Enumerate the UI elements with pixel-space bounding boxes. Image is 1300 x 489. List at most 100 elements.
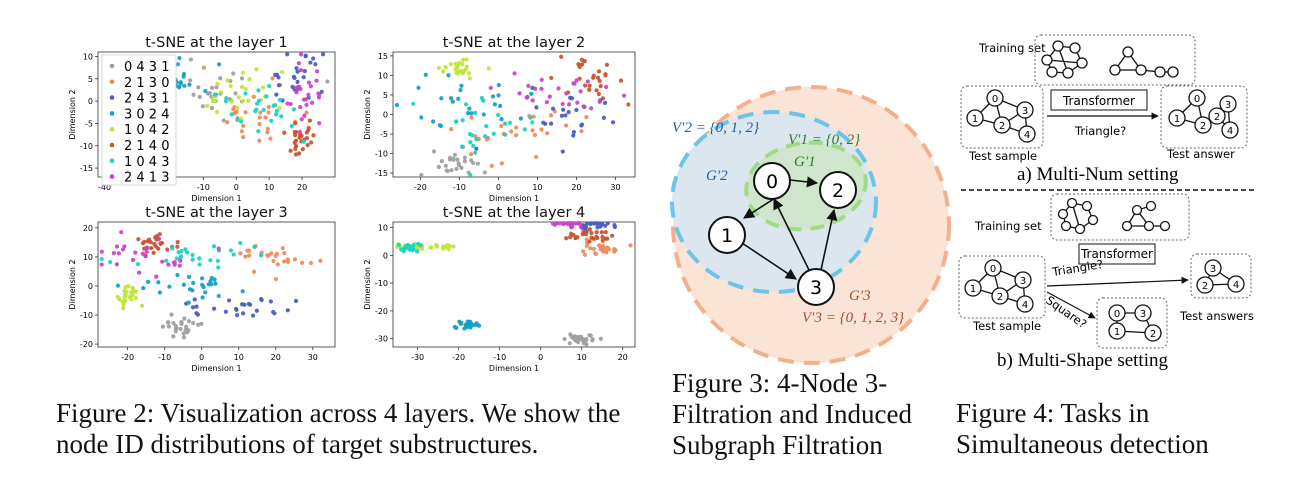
scatter-point bbox=[453, 67, 458, 72]
scatter-point bbox=[259, 297, 264, 303]
scatter-point bbox=[291, 107, 297, 112]
scatter-point bbox=[130, 257, 136, 263]
legend-marker bbox=[109, 174, 115, 179]
scatter-point bbox=[271, 258, 276, 264]
scatter-point bbox=[570, 335, 575, 340]
scatter-point bbox=[267, 83, 272, 89]
scatter-point bbox=[258, 110, 263, 115]
scatter-point bbox=[419, 115, 424, 120]
scatter-point bbox=[234, 313, 240, 318]
scatter-point bbox=[273, 72, 278, 77]
scatter-point bbox=[459, 165, 464, 170]
scatter-point bbox=[301, 75, 306, 80]
x-tick-label: -30 bbox=[411, 353, 424, 362]
x-tick-label: 10 bbox=[234, 353, 244, 362]
scatter-point bbox=[210, 98, 215, 104]
legend-label: 2 1 3 0 bbox=[124, 76, 169, 91]
scatter-point bbox=[419, 172, 424, 178]
scatter-point bbox=[578, 89, 583, 94]
scatter-point bbox=[451, 244, 456, 249]
scatter-point bbox=[186, 274, 192, 279]
scatter-point bbox=[518, 116, 523, 121]
scatter-point bbox=[123, 292, 128, 297]
scatter-point bbox=[464, 64, 469, 69]
scatter-point bbox=[471, 160, 476, 166]
scatter-point bbox=[177, 263, 182, 268]
scatter-point bbox=[582, 83, 588, 88]
y-tick-label: 5 bbox=[88, 75, 93, 84]
scatter-point bbox=[482, 134, 488, 139]
scatter-point bbox=[273, 253, 278, 259]
scatter-point bbox=[156, 280, 161, 285]
scatter-point bbox=[297, 151, 302, 156]
scatter-point bbox=[446, 247, 451, 252]
panel-title: t-SNE at the layer 3 bbox=[145, 205, 288, 221]
scatter-point bbox=[456, 162, 462, 168]
scatter-point bbox=[598, 247, 603, 252]
scatter-point bbox=[295, 79, 300, 84]
x-tick-label: -10 bbox=[197, 183, 210, 192]
scatter-point bbox=[159, 240, 165, 246]
scatter-point bbox=[457, 60, 462, 65]
scatter-point bbox=[481, 112, 486, 117]
scatter-point bbox=[602, 100, 608, 105]
scatter-point bbox=[394, 102, 400, 108]
scatter-point bbox=[160, 259, 165, 264]
scatter-point bbox=[488, 85, 493, 91]
scatter-point bbox=[568, 235, 573, 240]
scatter-point bbox=[433, 243, 439, 248]
scatter-point bbox=[514, 133, 519, 138]
scatter-point bbox=[571, 130, 576, 135]
scatter-point bbox=[200, 276, 205, 281]
scatter-point bbox=[251, 94, 256, 99]
scatter-point bbox=[300, 147, 305, 152]
scatter-point bbox=[285, 52, 290, 57]
scatter-point bbox=[181, 335, 187, 340]
y-tick-label: 20 bbox=[83, 224, 93, 233]
scatter-point bbox=[600, 238, 605, 243]
scatter-point bbox=[582, 252, 588, 257]
x-tick-label: 10 bbox=[532, 183, 542, 192]
svg-text:1: 1 bbox=[970, 284, 976, 295]
scatter-point bbox=[530, 128, 535, 133]
scatter-point bbox=[275, 262, 280, 267]
scatter-point bbox=[261, 107, 266, 113]
scatter-point bbox=[466, 323, 471, 328]
scatter-point bbox=[199, 321, 204, 326]
test-answer-label: Test answer bbox=[1166, 147, 1235, 161]
scatter-point bbox=[122, 288, 127, 294]
scatter-point bbox=[600, 234, 605, 240]
x-axis-label: Dimension 1 bbox=[489, 194, 539, 203]
scatter-point bbox=[240, 311, 246, 316]
scatter-point bbox=[149, 245, 154, 251]
scatter-point bbox=[216, 62, 222, 67]
scatter-point bbox=[584, 114, 589, 120]
legend-marker bbox=[109, 79, 115, 85]
scatter-point bbox=[248, 302, 253, 307]
scatter-point bbox=[572, 81, 577, 86]
scatter-point bbox=[604, 250, 609, 255]
scatter-point bbox=[610, 120, 616, 125]
scatter-point bbox=[531, 114, 536, 119]
scatter-point bbox=[142, 239, 147, 245]
scatter-point bbox=[502, 121, 508, 126]
y-tick-label: 10 bbox=[83, 52, 93, 61]
scatter-point bbox=[197, 256, 202, 261]
scatter-point bbox=[596, 91, 601, 97]
scatter-point bbox=[229, 112, 234, 117]
scatter-point bbox=[539, 127, 544, 132]
scatter-point bbox=[259, 253, 264, 258]
scatter-point bbox=[160, 324, 165, 329]
scatter-point bbox=[311, 133, 316, 138]
scatter-point bbox=[299, 260, 305, 265]
svg-text:0: 0 bbox=[992, 94, 998, 105]
training-set-label-a: Training set bbox=[978, 41, 1046, 55]
scatter-point bbox=[282, 259, 287, 264]
scatter-point bbox=[578, 224, 584, 230]
scatter-point bbox=[263, 115, 268, 120]
svg-text:1: 1 bbox=[972, 114, 978, 125]
scatter-point bbox=[311, 56, 316, 61]
scatter-point bbox=[308, 60, 313, 65]
scatter-point bbox=[319, 89, 324, 94]
scatter-point bbox=[579, 123, 584, 128]
